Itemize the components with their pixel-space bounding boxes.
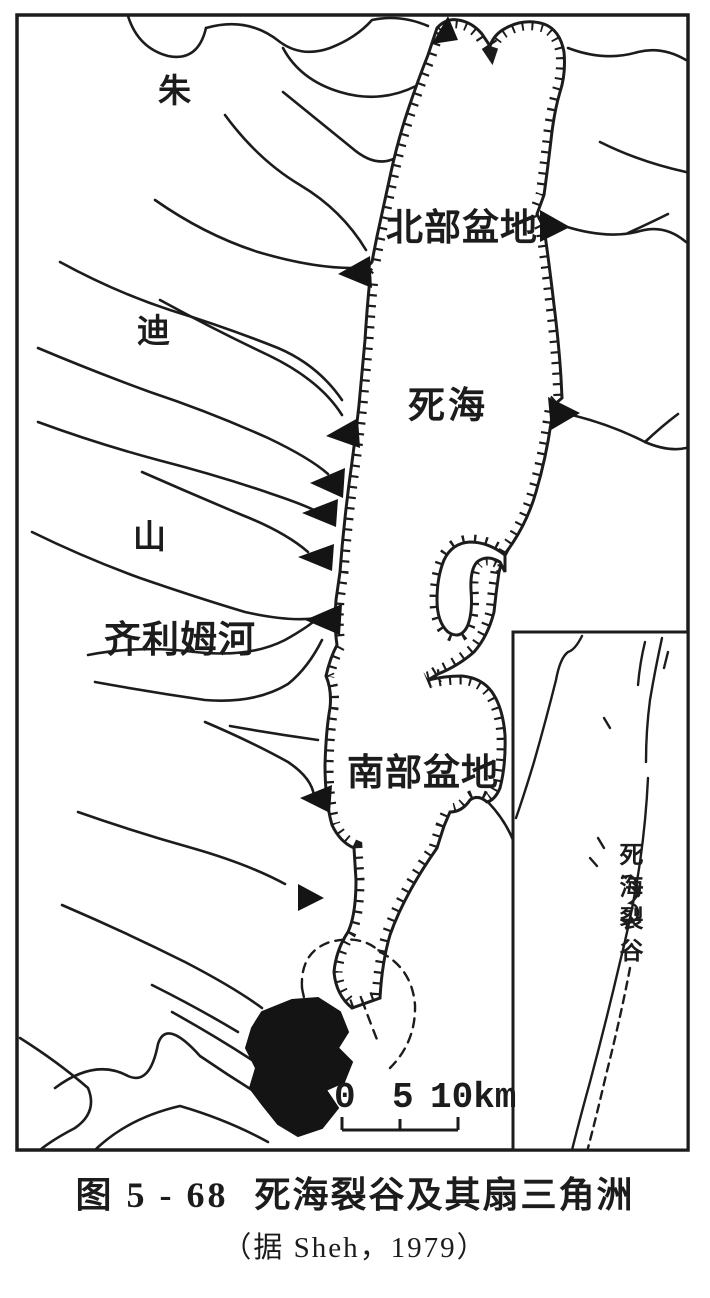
river bbox=[140, 470, 310, 554]
large-black-fan-delta bbox=[244, 996, 354, 1138]
river bbox=[204, 16, 430, 54]
river bbox=[18, 1036, 93, 1152]
river bbox=[281, 46, 418, 99]
river bbox=[223, 113, 368, 252]
inset-dead-sea-squiggle bbox=[620, 874, 640, 924]
dashed-shoreline bbox=[300, 938, 382, 990]
inset-coastline bbox=[514, 634, 584, 820]
fan-delta-triangle bbox=[298, 884, 324, 911]
river bbox=[30, 530, 318, 621]
figure-caption: 图 5 - 68 死海裂谷及其扇三角洲 （据 Sheh，1979） bbox=[0, 1168, 710, 1266]
fan-delta-triangles-west bbox=[298, 16, 458, 911]
river bbox=[93, 638, 324, 702]
river bbox=[93, 1104, 270, 1152]
label-qilimu-river: 齐利姆河 bbox=[104, 620, 256, 661]
dashed-shoreline bbox=[378, 950, 417, 1070]
river bbox=[562, 224, 688, 244]
river bbox=[566, 46, 688, 62]
inset-tick bbox=[588, 856, 599, 868]
fan-delta-triangle bbox=[302, 499, 338, 527]
west-river-lines bbox=[18, 14, 430, 1152]
scale-label-5: 5 bbox=[392, 1077, 414, 1118]
inset-dashed-rift-line bbox=[586, 966, 632, 1150]
scale-label-0: 0 bbox=[334, 1077, 356, 1118]
river bbox=[153, 198, 354, 270]
river bbox=[158, 298, 344, 417]
fan-delta-triangle bbox=[326, 418, 360, 448]
label-inset-dead-sea-rift: 死海裂谷 bbox=[615, 842, 641, 970]
river bbox=[36, 346, 330, 476]
fan-delta-triangle bbox=[548, 397, 580, 430]
east-river-lines bbox=[486, 46, 688, 842]
scale-bar-line bbox=[340, 1117, 460, 1132]
scale-label-10km: 10km bbox=[430, 1077, 517, 1118]
label-dead-sea: 死海 bbox=[408, 386, 488, 427]
river bbox=[150, 983, 240, 1034]
scale-bar bbox=[340, 1117, 460, 1132]
river bbox=[281, 90, 408, 163]
fan-delta-triangle bbox=[432, 16, 458, 44]
river bbox=[228, 724, 320, 742]
inset-tick bbox=[662, 650, 670, 670]
label-south-basin: 南部盆地 bbox=[347, 753, 499, 794]
river bbox=[643, 412, 680, 444]
caption-source-line: （据 Sheh，1979） bbox=[222, 1231, 488, 1264]
inset-rift-line-east-lower bbox=[570, 776, 650, 1152]
river bbox=[203, 720, 316, 798]
fan-delta-triangles-east bbox=[540, 210, 580, 430]
label-di: 迪 bbox=[137, 314, 170, 350]
river bbox=[626, 212, 670, 235]
label-zhu: 朱 bbox=[158, 74, 191, 110]
river bbox=[36, 420, 318, 513]
river bbox=[58, 260, 344, 402]
inset-rift-line-east bbox=[644, 636, 664, 764]
fan-delta-triangle bbox=[310, 468, 345, 498]
river bbox=[598, 140, 688, 174]
fan-delta-triangle bbox=[300, 785, 332, 813]
caption-figure-number: 图 5 - 68 bbox=[75, 1175, 229, 1215]
river bbox=[86, 614, 322, 657]
inset-rift-line-west bbox=[636, 640, 647, 687]
fan-delta-triangle bbox=[298, 544, 334, 571]
map-border bbox=[15, 13, 690, 1152]
caption-title-line: 图 5 - 68 死海裂谷及其扇三角洲 bbox=[0, 1168, 710, 1224]
inset-border bbox=[511, 630, 690, 1152]
label-north-basin: 北部盆地 bbox=[386, 208, 538, 249]
fan-delta-triangle bbox=[338, 256, 372, 288]
dead-sea-map-drawing bbox=[15, 13, 690, 1152]
river bbox=[60, 903, 264, 1010]
fan-delta-triangle bbox=[540, 210, 570, 242]
fan-delta-triangle bbox=[305, 604, 342, 635]
dashed-shoreline bbox=[360, 998, 380, 1044]
inset-tick bbox=[596, 836, 606, 850]
caption-title: 死海裂谷及其扇三角洲 bbox=[254, 1175, 635, 1215]
river bbox=[486, 800, 515, 842]
river bbox=[170, 1010, 254, 1062]
river bbox=[126, 14, 208, 59]
river bbox=[76, 810, 287, 886]
lisan-peninsula bbox=[435, 540, 507, 637]
inset-tick bbox=[602, 716, 612, 730]
inset-map bbox=[511, 630, 690, 1152]
label-shan: 山 bbox=[133, 520, 166, 556]
shoreline-hachures bbox=[325, 19, 565, 1008]
